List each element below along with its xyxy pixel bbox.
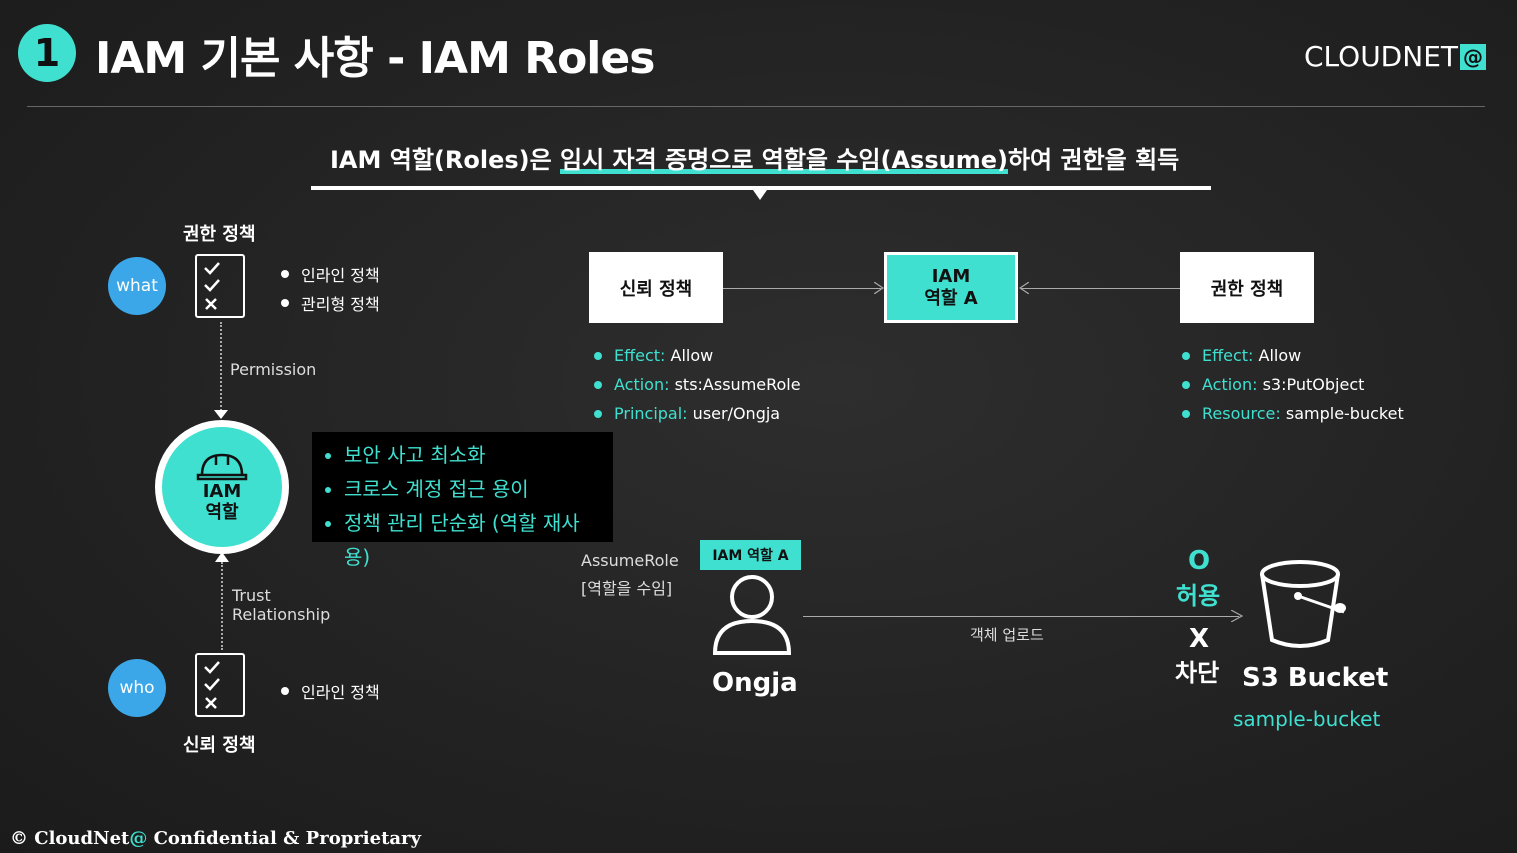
trust-edge-line1: Trust bbox=[232, 586, 271, 605]
permission-connector bbox=[220, 322, 222, 414]
benefit-item: 보안 사고 최소화 bbox=[344, 438, 601, 472]
role-label-line2: 역할 bbox=[205, 502, 239, 523]
statement-value: Allow bbox=[1258, 346, 1302, 365]
statement-key: Action: bbox=[1202, 375, 1258, 394]
down-arrow-icon bbox=[214, 410, 228, 419]
trust-edge-line2: Relationship bbox=[232, 605, 331, 624]
assume-role-label: AssumeRole [역할을 수임] bbox=[581, 547, 679, 603]
trust-statement: Effect: Allow bbox=[594, 341, 801, 370]
trust-statements: Effect: Allow Action: sts:AssumeRole Pri… bbox=[594, 341, 801, 428]
trust-connector bbox=[221, 562, 223, 650]
benefits-panel: 보안 사고 최소화 크로스 계정 접근 용이 정책 관리 단순화 (역할 재사용… bbox=[312, 432, 613, 569]
brand-logo: CLOUDNET@ bbox=[1304, 40, 1486, 73]
trust-edge-label: Trust Relationship bbox=[232, 586, 330, 624]
iam-role-a-box: IAM 역할 A bbox=[884, 252, 1018, 323]
header-divider bbox=[27, 106, 1485, 107]
permission-policy-box: 권한 정책 bbox=[1180, 252, 1314, 323]
statement-key: Principal: bbox=[614, 404, 688, 423]
step-number-badge: 1 bbox=[18, 24, 76, 82]
who-bubble: who bbox=[108, 659, 166, 717]
allow-mark: O bbox=[1188, 546, 1211, 576]
statement-value: Allow bbox=[670, 346, 714, 365]
permission-statement: Resource: sample-bucket bbox=[1182, 399, 1404, 428]
bucket-title: S3 Bucket bbox=[1242, 663, 1389, 693]
allow-text: 허용 bbox=[1176, 582, 1221, 610]
iam-role-circle: IAM 역할 bbox=[155, 420, 289, 554]
trust-to-role-connector bbox=[723, 288, 881, 289]
permission-item-label: 인라인 정책 bbox=[301, 266, 380, 285]
trust-statement: Principal: user/Ongja bbox=[594, 399, 801, 428]
permission-policy-title: 권한 정책 bbox=[183, 224, 256, 245]
role-box-line2: 역할 A bbox=[924, 287, 978, 309]
permission-item-label: 관리형 정책 bbox=[301, 295, 380, 314]
what-bubble: what bbox=[108, 257, 166, 315]
role-label-line1: IAM bbox=[202, 481, 242, 502]
statement-key: Effect: bbox=[1202, 346, 1254, 365]
user-icon bbox=[712, 575, 792, 655]
deny-mark: X bbox=[1189, 624, 1210, 654]
statement-key: Resource: bbox=[1202, 404, 1281, 423]
permission-statement: Effect: Allow bbox=[1182, 341, 1404, 370]
trust-policy-box: 신뢰 정책 bbox=[589, 252, 723, 323]
trust-statement: Action: sts:AssumeRole bbox=[594, 370, 801, 399]
permission-statement: Action: s3:PutObject bbox=[1182, 370, 1404, 399]
bucket-icon bbox=[1260, 560, 1346, 648]
permission-to-role-connector bbox=[1021, 288, 1180, 289]
checklist-icon bbox=[195, 254, 245, 318]
deny-text: 차단 bbox=[1175, 659, 1220, 687]
statement-value: sample-bucket bbox=[1285, 404, 1404, 423]
footer: © CloudNet@ Confidential & Proprietary bbox=[10, 828, 421, 849]
role-tag: IAM 역할 A bbox=[700, 540, 801, 570]
headline-pointer-icon bbox=[753, 190, 767, 200]
assume-line1: AssumeRole bbox=[581, 551, 679, 570]
upload-arrow-line bbox=[803, 616, 1239, 617]
page-title: IAM 기본 사항 - IAM Roles bbox=[95, 33, 655, 84]
checklist-icon bbox=[195, 653, 245, 717]
benefit-item: 크로스 계정 접근 용이 bbox=[344, 472, 601, 506]
right-arrow-icon bbox=[1231, 610, 1243, 622]
permission-statements: Effect: Allow Action: s3:PutObject Resou… bbox=[1182, 341, 1404, 428]
benefit-item: 정책 관리 단순화 (역할 재사용) bbox=[344, 506, 601, 574]
permission-item: 인라인 정책 bbox=[281, 262, 380, 286]
headline-prefix: IAM 역할(Roles)은 bbox=[330, 146, 561, 174]
trust-item: 인라인 정책 bbox=[281, 679, 380, 703]
user-name: Ongja bbox=[712, 668, 798, 698]
role-box-line1: IAM bbox=[931, 265, 971, 287]
headline-highlight: 임시 자격 증명으로 역할을 수임(Assume) bbox=[560, 146, 1008, 174]
statement-key: Effect: bbox=[614, 346, 666, 365]
footer-prefix: © CloudNet bbox=[10, 828, 130, 849]
statement-key: Action: bbox=[614, 375, 670, 394]
bucket-name: sample-bucket bbox=[1233, 707, 1381, 731]
statement-value: s3:PutObject bbox=[1262, 375, 1365, 394]
up-arrow-icon bbox=[215, 552, 229, 562]
headline-suffix: 하여 권한을 획득 bbox=[1007, 146, 1180, 174]
statement-value: user/Ongja bbox=[692, 404, 781, 423]
trust-policy-title: 신뢰 정책 bbox=[183, 735, 256, 756]
statement-value: sts:AssumeRole bbox=[674, 375, 801, 394]
hard-hat-icon bbox=[196, 453, 248, 481]
brand-text: CLOUDNET bbox=[1304, 40, 1458, 73]
footer-suffix: Confidential & Proprietary bbox=[147, 828, 421, 849]
permission-item: 관리형 정책 bbox=[281, 291, 380, 315]
headline: IAM 역할(Roles)은 임시 자격 증명으로 역할을 수임(Assume)… bbox=[330, 140, 1179, 175]
permission-edge-label: Permission bbox=[230, 360, 317, 379]
footer-at: @ bbox=[129, 828, 148, 849]
left-arrow-icon bbox=[1019, 282, 1029, 294]
headline-underline-bar bbox=[311, 186, 1211, 190]
upload-label: 객체 업로드 bbox=[970, 626, 1044, 644]
trust-item-label: 인라인 정책 bbox=[301, 683, 380, 702]
assume-line2: [역할을 수임] bbox=[581, 579, 673, 598]
brand-at-icon: @ bbox=[1460, 43, 1486, 70]
right-arrow-icon bbox=[874, 282, 884, 294]
